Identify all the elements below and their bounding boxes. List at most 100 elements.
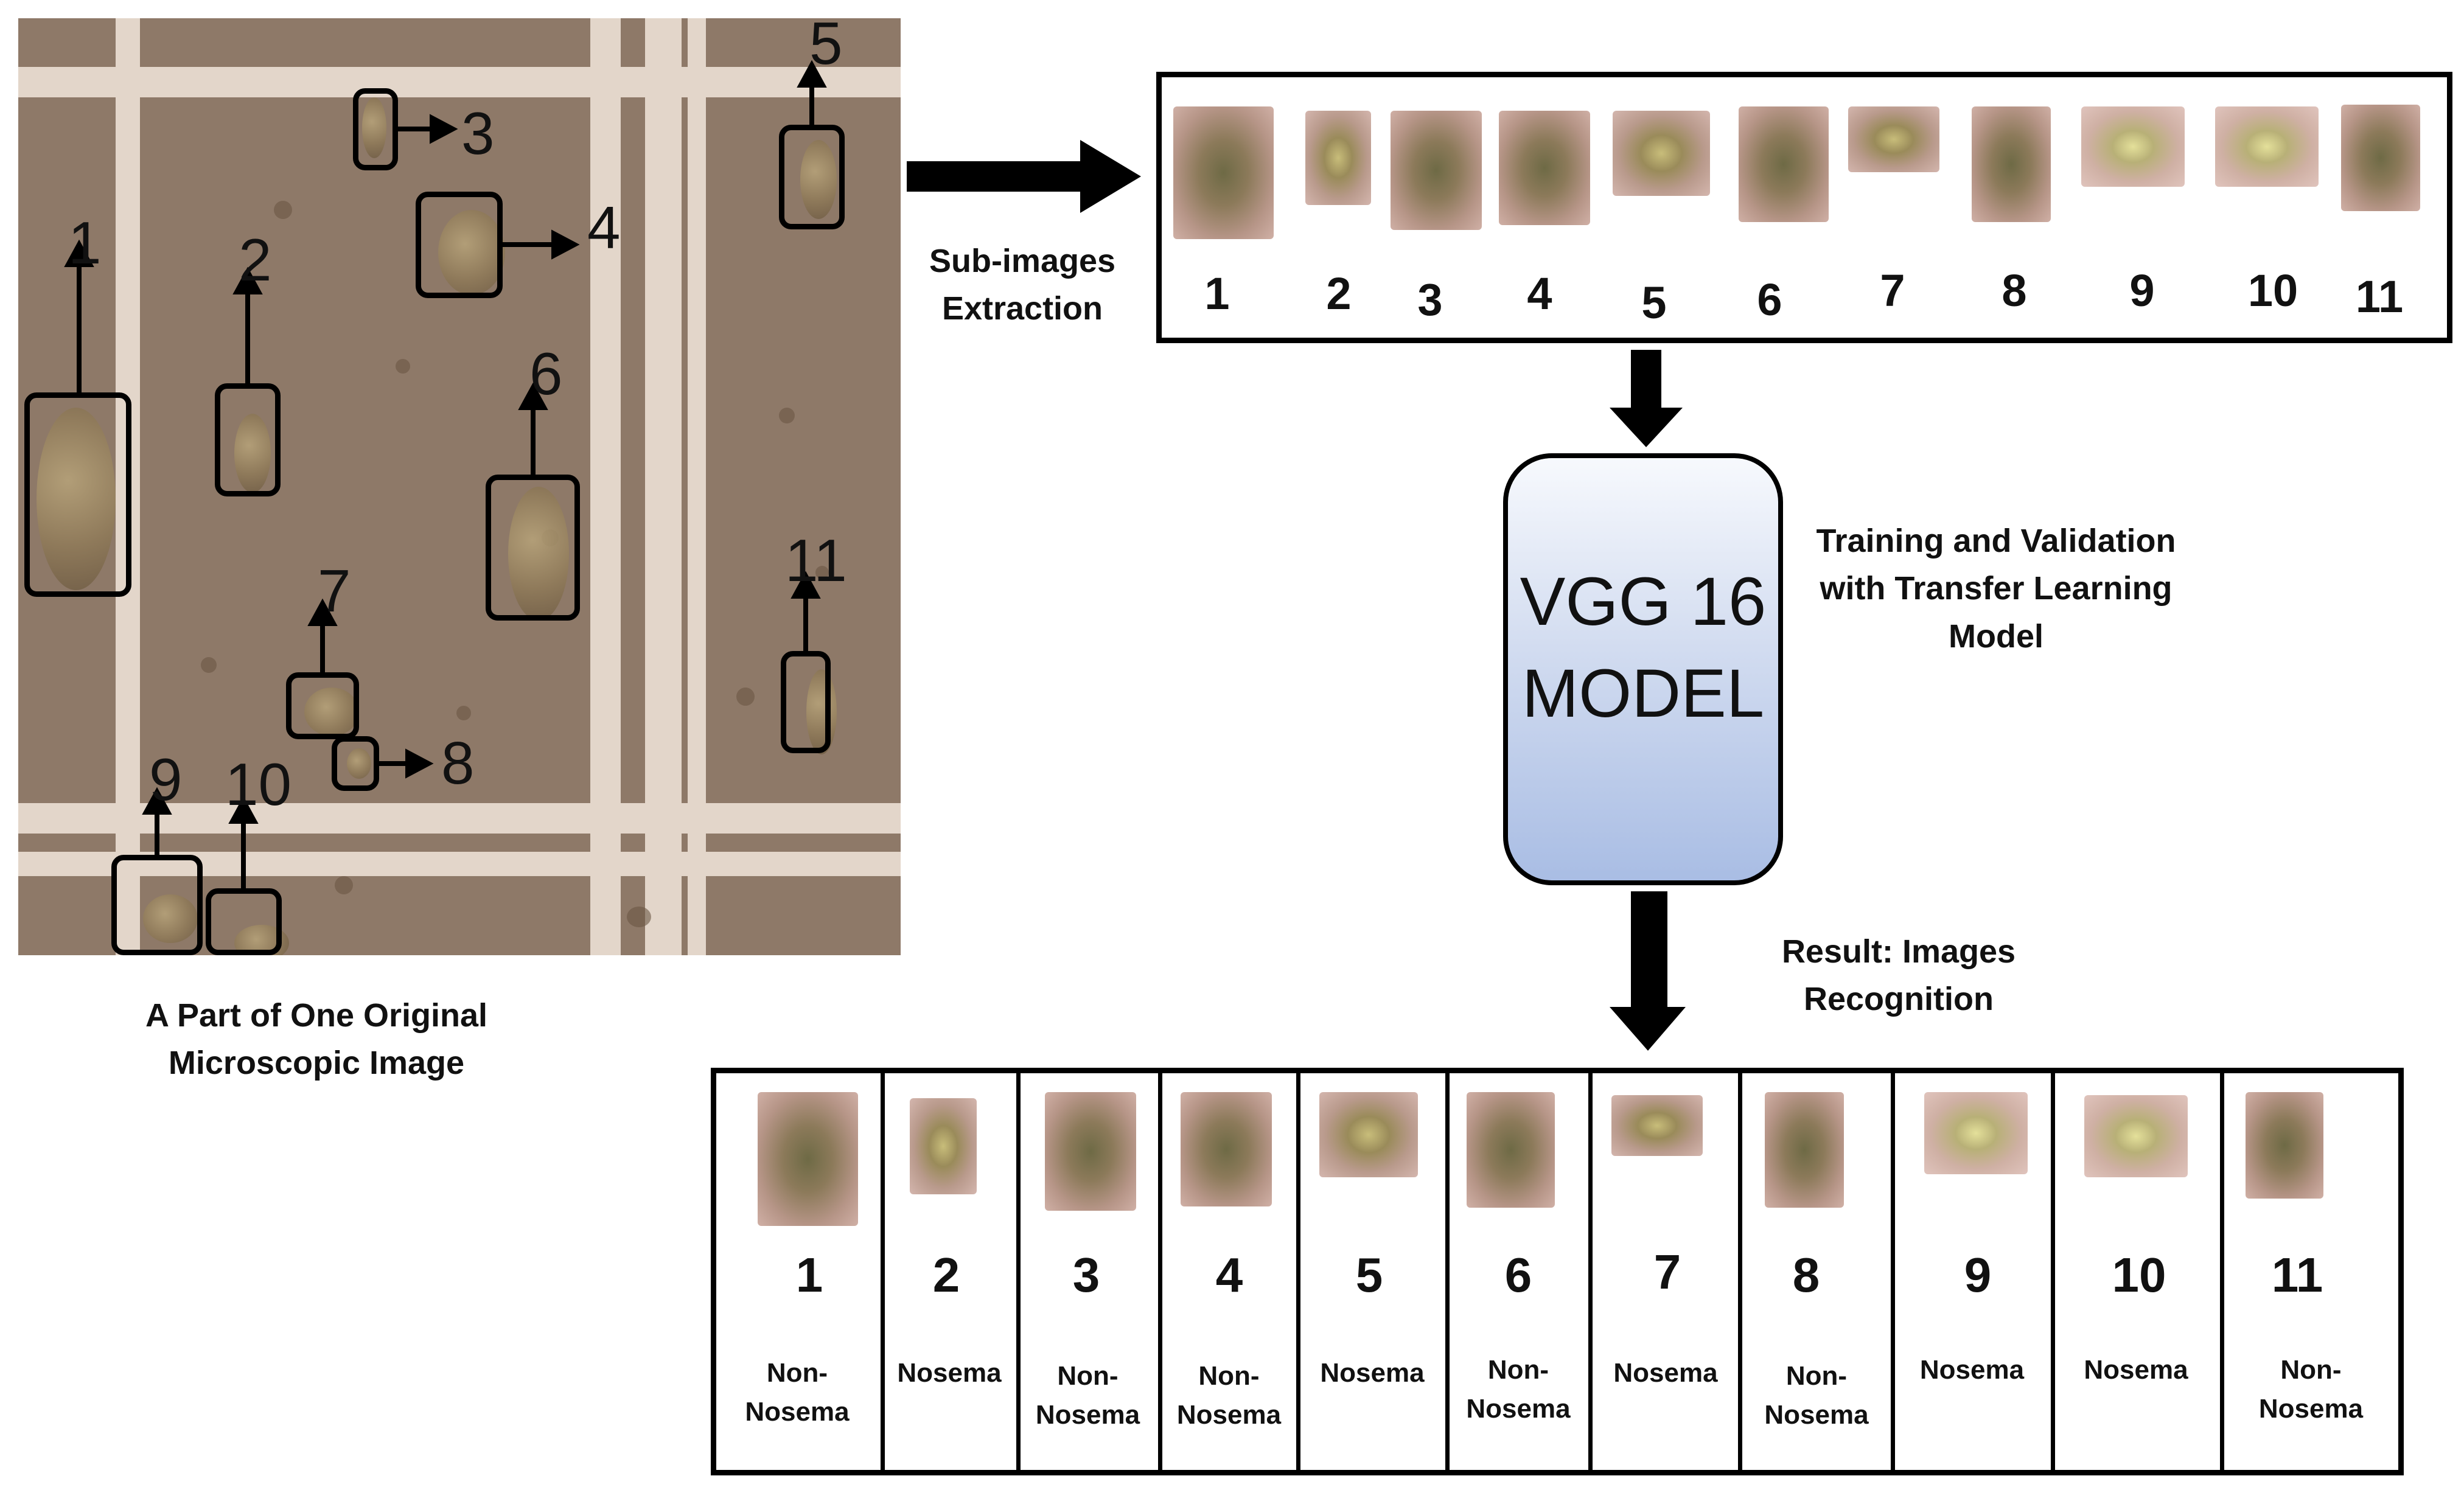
column-divider (1738, 1071, 1742, 1472)
sub-image-3 (1391, 111, 1482, 230)
extraction-label: Sub-images Extraction (895, 237, 1150, 333)
result-number-9: 9 (1964, 1248, 1992, 1302)
vgg16-model-block: VGG 16 MODEL (1503, 453, 1783, 885)
result-label-6: Non- Nosema (1466, 1355, 1571, 1424)
model-title-line-1: VGG 16 (1520, 563, 1767, 639)
annotation-number-7: 7 (318, 557, 351, 624)
result-label-10: Nosema (2084, 1355, 2188, 1385)
result-label-9: Nosema (1919, 1355, 2025, 1385)
annotation-number-8: 8 (441, 729, 475, 796)
column-divider (881, 1071, 885, 1472)
sub-image-number-3: 3 (1417, 274, 1443, 325)
caption-line-1: A Part of One Original (145, 997, 488, 1034)
extraction-label-line-1: Sub-images (929, 243, 1116, 279)
sub-image-number-6: 6 (1757, 274, 1782, 325)
grid-line (645, 18, 682, 955)
sub-image-9 (2081, 106, 2185, 187)
annotation-box-10 (206, 888, 282, 955)
annotation-box-7 (286, 672, 359, 739)
result-image-8 (1765, 1092, 1844, 1208)
result-label-5: Nosema (1320, 1358, 1425, 1388)
result-image-6 (1467, 1092, 1555, 1208)
result-image-4 (1181, 1092, 1272, 1206)
result-image-5 (1319, 1092, 1418, 1177)
result-number-4: 4 (1215, 1248, 1243, 1302)
result-image-2 (910, 1098, 977, 1194)
training-label-line-1: Training and Validation (1816, 523, 2176, 559)
annotation-box-5 (779, 125, 845, 229)
sub-image-number-5: 5 (1641, 277, 1667, 328)
annotation-number-1: 1 (68, 209, 102, 276)
column-divider (2220, 1071, 2224, 1472)
sub-image-7 (1848, 106, 1939, 172)
microscopic-image (18, 18, 901, 955)
annotation-arrows (64, 60, 827, 888)
sub-image-1 (1173, 106, 1274, 239)
sub-image-number-8: 8 (2002, 265, 2027, 316)
result-image-7 (1611, 1095, 1703, 1156)
sub-image-6 (1739, 106, 1829, 222)
result-number-5: 5 (1355, 1248, 1383, 1302)
model-title-line-2: MODEL (1521, 655, 1765, 732)
annotation-box-9 (111, 855, 203, 955)
result-label-3: Non- Nosema (1035, 1361, 1140, 1430)
column-divider (1158, 1071, 1162, 1472)
sub-image-4 (1499, 111, 1590, 225)
result-label-7: Nosema (1613, 1358, 1718, 1388)
extraction-label-line-2: Extraction (941, 290, 1103, 327)
annotation-box-3 (353, 88, 398, 170)
sub-image-8 (1972, 106, 2051, 222)
annotation-box-11 (781, 651, 831, 753)
result-number-8: 8 (1792, 1248, 1820, 1302)
result-image-10 (2084, 1095, 2188, 1177)
annotation-box-2 (215, 383, 281, 496)
result-label-4: Non- Nosema (1176, 1361, 1282, 1430)
training-label: Training and Validation with Transfer Le… (1801, 517, 2191, 660)
training-label-line-2: with Transfer Learning (1820, 570, 2173, 607)
annotation-box-4 (416, 192, 503, 298)
result-label-2: Nosema (897, 1358, 1002, 1388)
column-divider (1296, 1071, 1300, 1472)
column-divider (1445, 1071, 1450, 1472)
result-number-11: 11 (2271, 1248, 2323, 1302)
annotation-box-1 (24, 392, 131, 597)
model-input-arrow (1610, 350, 1683, 447)
annotation-number-2: 2 (239, 226, 272, 293)
result-label-1: Non- Nosema (745, 1358, 850, 1427)
sub-image-11 (2341, 105, 2420, 211)
column-divider (2051, 1071, 2055, 1472)
grid-line (688, 18, 706, 955)
result-label-8: Non- Nosema (1764, 1361, 1869, 1430)
result-image-11 (2246, 1092, 2323, 1199)
result-number-10: 10 (2112, 1248, 2166, 1302)
training-label-line-3: Model (1949, 618, 2043, 655)
result-number-7: 7 (1653, 1245, 1681, 1299)
sub-image-2 (1305, 111, 1371, 205)
result-label-line-1: Result: Images (1781, 933, 2016, 970)
model-title: VGG 16 MODEL (1508, 555, 1778, 739)
annotation-number-5: 5 (809, 10, 843, 77)
column-divider (1016, 1071, 1021, 1472)
result-number-1: 1 (795, 1248, 823, 1302)
grid-line (590, 18, 621, 955)
sub-image-number-10: 10 (2247, 265, 2298, 316)
annotation-number-3: 3 (461, 100, 495, 167)
result-number-6: 6 (1504, 1248, 1532, 1302)
extraction-arrow (907, 140, 1141, 213)
sub-image-number-11: 11 (2355, 271, 2404, 322)
sub-image-number-7: 7 (1880, 265, 1905, 316)
annotation-number-6: 6 (529, 340, 563, 407)
sub-image-10 (2215, 106, 2319, 187)
annotation-box-8 (332, 736, 379, 791)
annotation-number-11: 11 (785, 527, 847, 594)
result-label-line-2: Recognition (1804, 981, 1994, 1018)
result-number-2: 2 (932, 1248, 960, 1302)
annotation-number-4: 4 (587, 194, 621, 261)
annotation-box-6 (486, 475, 580, 621)
sub-image-number-9: 9 (2129, 265, 2155, 316)
annotation-number-9: 9 (149, 746, 183, 813)
result-image-9 (1924, 1092, 2028, 1174)
sub-image-number-1: 1 (1204, 268, 1230, 319)
column-divider (1891, 1071, 1895, 1472)
sub-image-5 (1613, 111, 1710, 196)
